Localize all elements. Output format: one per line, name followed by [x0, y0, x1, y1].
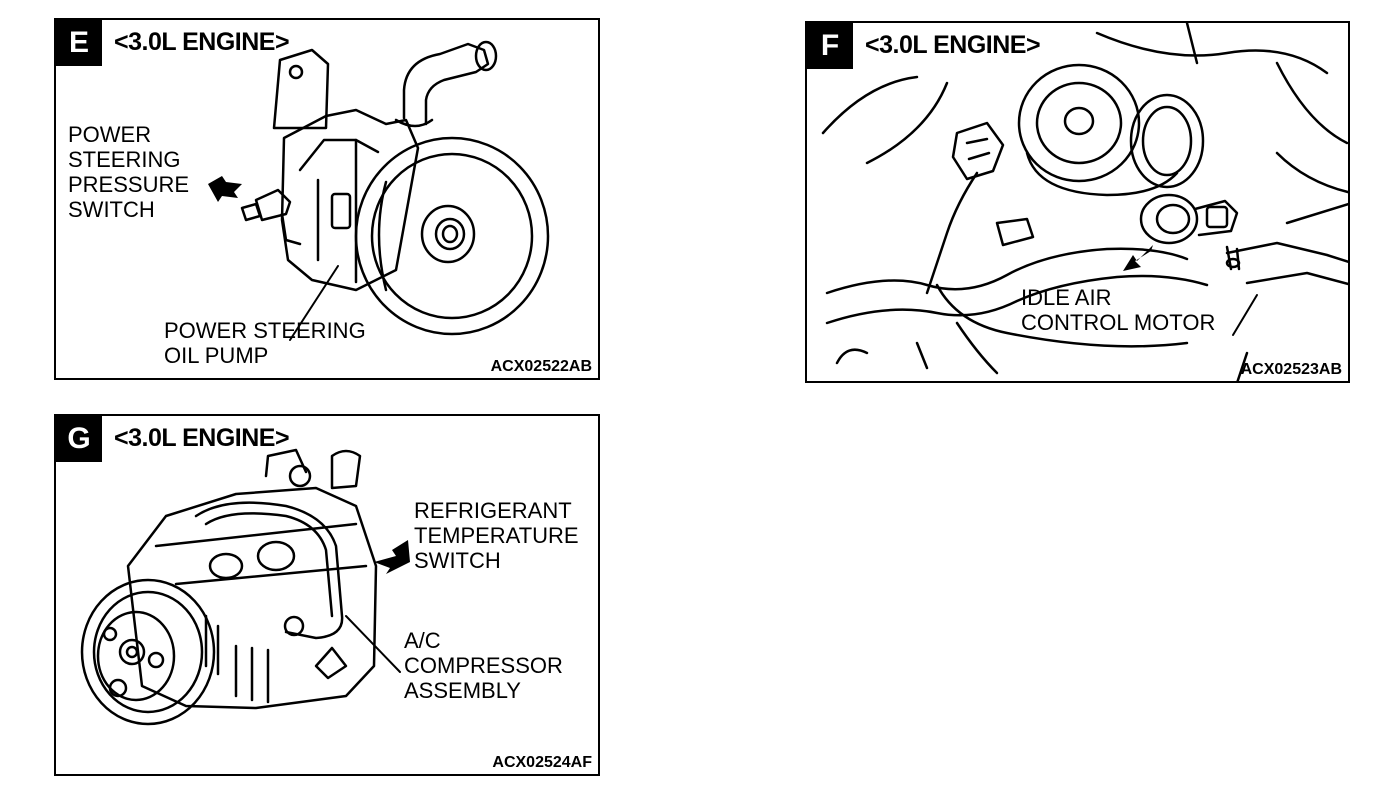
panel-letter-badge: E [56, 20, 102, 66]
power-steering-pressure-switch-label: POWER STEERING PRESSURE SWITCH [68, 122, 190, 222]
engine-label: <3.0L ENGINE> [114, 424, 290, 452]
power-steering-oil-pump-label: POWER STEERING OIL PUMP [164, 318, 366, 368]
power-steering-pump-illustration [208, 40, 550, 341]
ac-compressor-illustration [80, 448, 410, 726]
engine-label: <3.0L ENGINE> [114, 28, 290, 56]
panel-g: G <3.0L ENGINE> REFRIGERANT TEMPERATURE … [54, 414, 600, 776]
engine-label: <3.0L ENGINE> [865, 31, 1041, 59]
ac-compressor-assembly-label: A/C COMPRESSOR ASSEMBLY [404, 628, 563, 703]
panel-e: E <3.0L ENGINE> POWER STEERING PRESSURE … [54, 18, 600, 380]
idle-air-control-motor-label: IDLE AIR CONTROL MOTOR [1021, 285, 1216, 335]
panel-letter-badge: G [56, 416, 102, 462]
figure-id: ACX02522AB [490, 358, 592, 375]
panel-f: F <3.0L ENGINE> IDLE AIR CONTROL MOTOR A… [805, 21, 1350, 383]
figure-id: ACX02524AF [492, 754, 592, 771]
panel-letter-badge: F [807, 23, 853, 69]
figure-id: ACX02523AB [1240, 361, 1342, 378]
idle-air-control-motor-illustration [821, 23, 1348, 381]
refrigerant-temperature-switch-label: REFRIGERANT TEMPERATURE SWITCH [414, 498, 579, 573]
